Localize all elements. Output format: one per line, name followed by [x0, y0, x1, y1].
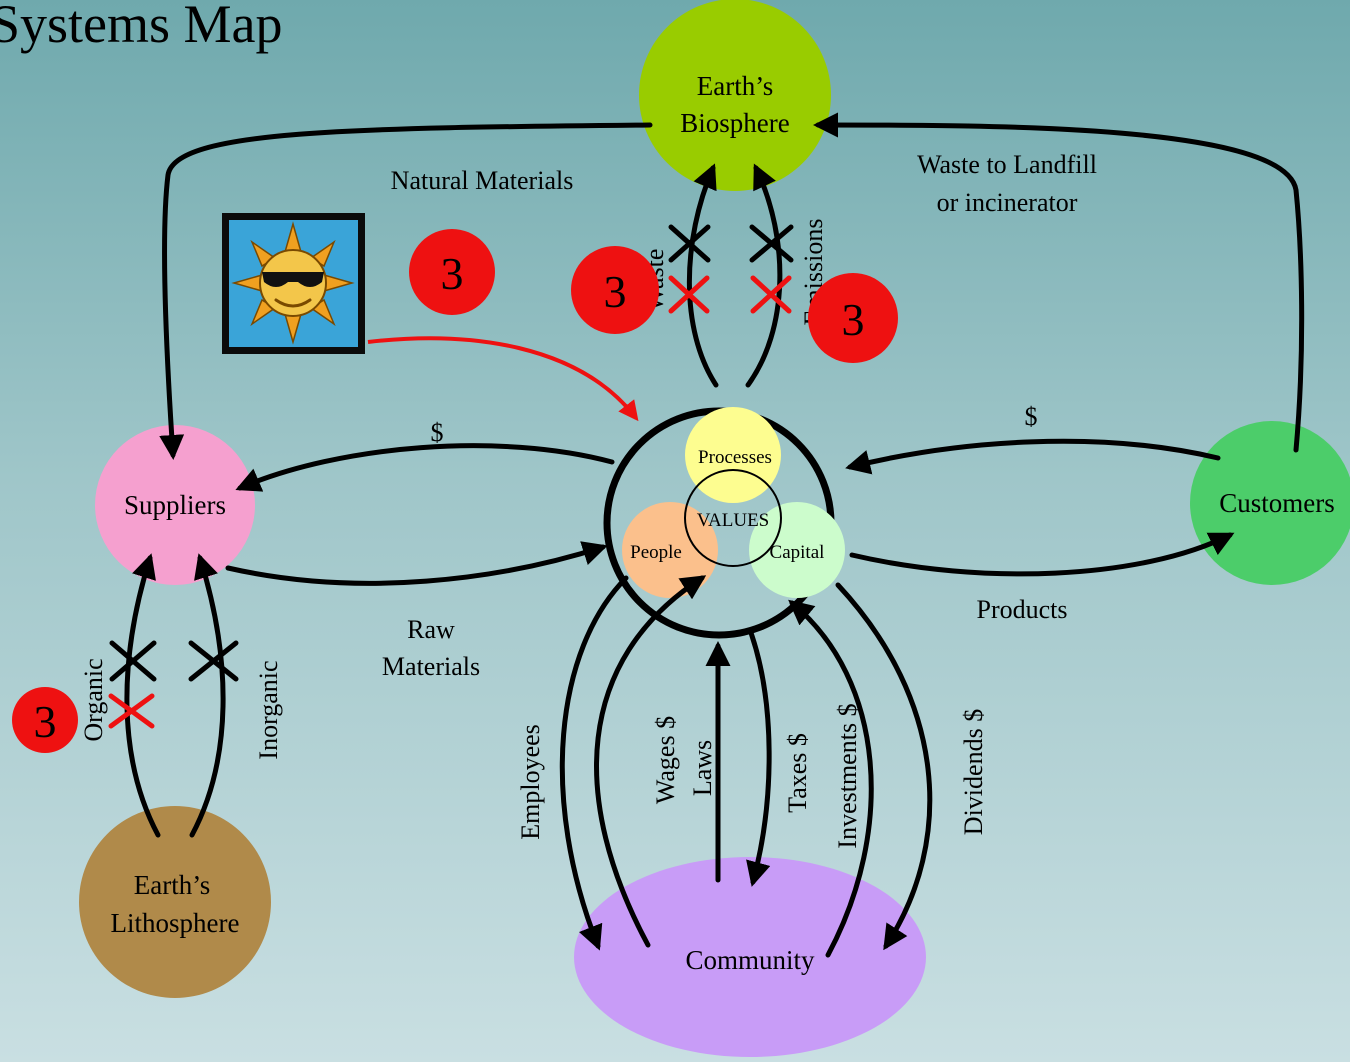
arrow-investments — [788, 599, 874, 958]
community-label: Community — [685, 945, 815, 975]
label-natural-materials: Natural Materials — [391, 166, 574, 195]
label-laws: Laws — [688, 740, 717, 796]
arrow-solar-energy — [367, 336, 639, 422]
badge-circle — [808, 273, 898, 363]
suppliers-node — [95, 425, 255, 585]
arrow-wages — [594, 575, 707, 948]
badge-circle — [409, 229, 495, 315]
page-title: Systems Map — [0, 0, 283, 54]
label-raw-materials-line2: Materials — [382, 652, 480, 681]
processes-circle — [685, 407, 781, 503]
label-waste-landfill-line2: or incinerator — [937, 188, 1078, 217]
biosphere-label-line2: Biosphere — [680, 108, 789, 138]
arrow-natural-materials — [159, 122, 653, 460]
label-products: Products — [977, 595, 1068, 624]
badge-number: 3 — [34, 696, 57, 747]
black-cross-icon — [109, 640, 157, 682]
community-node — [574, 857, 926, 1057]
badge-circle — [12, 687, 78, 753]
black-cross-icon — [188, 640, 239, 682]
label-raw-materials-line1: Raw — [407, 615, 455, 644]
biosphere-label-line1: Earth’s — [697, 71, 773, 101]
arrow-waste-to-landfill — [813, 112, 1305, 453]
red-cross-icon — [750, 275, 792, 314]
arrow-raw-materials — [225, 541, 608, 586]
people-circle — [622, 502, 718, 598]
badge-number: 3 — [604, 266, 627, 317]
arrow-employees — [559, 575, 629, 951]
badge-circle — [571, 246, 659, 334]
capital-label: Capital — [770, 542, 825, 563]
arrow-products — [849, 532, 1235, 577]
biosphere-node — [639, 0, 831, 191]
arrow-dividends — [835, 582, 933, 951]
arrow-taxes — [746, 627, 772, 887]
label-employees: Employees — [516, 724, 545, 840]
arrow-emissions — [745, 163, 783, 388]
red-cross-icon — [108, 693, 155, 729]
capital-circle — [749, 502, 845, 598]
label-waste-landfill-line1: Waste to Landfill — [917, 150, 1097, 179]
badge-number: 3 — [441, 248, 464, 299]
arrow-payment-suppliers — [235, 443, 615, 492]
black-cross-icon — [668, 224, 711, 263]
black-cross-icon — [749, 224, 794, 263]
arrow-waste — [686, 163, 719, 388]
badge-number: 3 — [842, 294, 865, 345]
arrow-payment-customers — [845, 438, 1221, 475]
arrow-inorganic — [189, 553, 226, 838]
suppliers-label: Suppliers — [124, 490, 226, 520]
lithosphere-node — [79, 806, 271, 998]
label-dollar-customers: $ — [1025, 402, 1038, 431]
label-organic: Organic — [79, 658, 108, 741]
red-cross-icon — [668, 275, 710, 314]
lithosphere-label-line1: Earth’s — [134, 870, 210, 900]
sun-with-sunglasses-icon — [222, 213, 365, 354]
label-taxes: Taxes $ — [783, 733, 812, 813]
processes-label: Processes — [698, 447, 772, 468]
label-dollar-suppliers: $ — [431, 418, 444, 447]
people-label: People — [630, 542, 682, 563]
label-dividends: Dividends $ — [959, 709, 988, 835]
label-investments: Investments $ — [833, 703, 862, 848]
values-label: VALUES — [697, 510, 770, 531]
lithosphere-label-line2: Lithosphere — [111, 908, 240, 938]
label-wages: Wages $ — [651, 716, 680, 804]
values-circle — [684, 469, 782, 567]
label-inorganic: Inorganic — [254, 660, 283, 759]
customers-label: Customers — [1219, 488, 1335, 518]
